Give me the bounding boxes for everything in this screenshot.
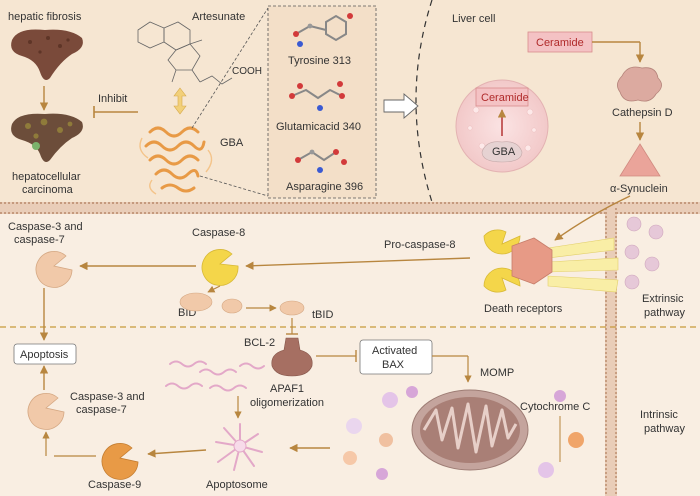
label-casp37-bot-l1: Caspase-3 and: [70, 391, 145, 403]
label-gba: GBA: [220, 137, 244, 149]
label-apaf1-l1: APAF1: [270, 383, 304, 395]
double-arrow-icon: [173, 87, 187, 115]
tumor-nodule: [32, 142, 40, 150]
label-glutamic: Glutamicacid 340: [276, 121, 361, 133]
caspase8-pacman-icon: [201, 249, 239, 286]
label-tyrosine: Tyrosine 313: [288, 55, 351, 67]
artesunate-structure: [137, 21, 233, 85]
label-synuclein: α-Synuclein: [610, 183, 668, 195]
label-liver-cell: Liver cell: [452, 13, 495, 25]
label-casp37-top-l1: Caspase-3 and: [8, 221, 83, 233]
label-asparagine: Asparagine 396: [286, 181, 363, 193]
label-cooh: COOH: [232, 66, 262, 77]
label-hcc-line1: hepatocellular: [12, 171, 81, 183]
asparagine-molecule: [295, 149, 347, 173]
arrow-synuclein-to-receptor: [554, 195, 631, 241]
arrow-casp8-to-bid: [207, 285, 221, 293]
gba-inner-blob: [481, 141, 523, 163]
liver-hcc-nodules: [25, 118, 73, 139]
cathepsin-d-icon: [617, 66, 662, 102]
mitochondrion-cristae: [422, 402, 518, 454]
label-cathepsin: Cathepsin D: [612, 107, 673, 119]
cytochrome-c-particles: [343, 386, 584, 480]
lysosome-particles: [467, 106, 537, 152]
label-apaf1-l2: oligomerization: [250, 397, 324, 409]
gba-protein-icon: [144, 126, 206, 193]
liver-cell-boundary: [415, 0, 433, 203]
label-apoptosis: Apoptosis: [20, 349, 69, 361]
label-pro-caspase8: Pro-caspase-8: [384, 239, 456, 251]
zoom-line-bottom: [199, 175, 269, 197]
bcl2-icon: [271, 337, 313, 377]
ligand-circles: [624, 216, 664, 290]
label-apoptosome: Apoptosome: [206, 479, 268, 491]
arrow-apoptosome-to-casp9: [147, 449, 207, 458]
label-intrinsic-l2: pathway: [644, 423, 685, 435]
death-receptor-lobes: [547, 237, 619, 293]
tbid-icon: [279, 300, 305, 316]
membrane-vertical: [605, 208, 617, 496]
label-extrinsic-l1: Extrinsic: [642, 293, 684, 305]
gba-protein-loops: [139, 137, 213, 195]
label-gba-inner: GBA: [492, 146, 516, 158]
label-caspase9: Caspase-9: [88, 479, 141, 491]
label-death-receptors: Death receptors: [484, 303, 563, 315]
caspase37-bottom-pacman-icon: [27, 393, 65, 430]
tyrosine-molecule: [293, 13, 353, 47]
synuclein-triangle: [619, 143, 661, 177]
activated-bax-box: [359, 339, 433, 375]
label-activated-l1: Activated: [372, 345, 417, 357]
label-caspase8: Caspase-8: [192, 227, 245, 239]
label-activated-l2: BAX: [382, 359, 405, 371]
zoom-line-top: [191, 7, 269, 129]
mitochondrion-inner: [420, 397, 520, 463]
label-tbid: tBID: [312, 309, 333, 321]
label-casp37-top-l2: caspase-7: [14, 234, 65, 246]
apaf1-squiggles: [165, 360, 265, 392]
caspase9-pacman-icon: [101, 443, 139, 480]
death-receptor-hexagon: [511, 237, 553, 285]
bid-icon: [179, 292, 213, 312]
caspase37-top-pacman-icon: [35, 251, 73, 288]
label-bcl2: BCL-2: [244, 337, 275, 349]
ceramide-inner-box: [475, 87, 529, 107]
arrow-procasp-to-casp8: [245, 257, 471, 270]
bid-fragment-icon: [221, 298, 243, 314]
label-artesunate: Artesunate: [192, 11, 245, 23]
label-hepatic-fibrosis: hepatic fibrosis: [8, 11, 82, 23]
hollow-arrow-icon: [383, 93, 419, 119]
label-casp37-bot-l2: caspase-7: [76, 404, 127, 416]
glutamic-molecule: [289, 81, 345, 111]
liver-fibrosis-spots: [28, 36, 70, 54]
label-hcc-line2: carcinoma: [22, 184, 74, 196]
label-ceramide-top: Ceramide: [536, 37, 584, 49]
label-intrinsic-l1: Intrinsic: [640, 409, 678, 421]
apoptosome-core: [233, 439, 247, 453]
label-extrinsic-l2: pathway: [644, 307, 685, 319]
label-inhibit: Inhibit: [98, 93, 127, 105]
label-momp: MOMP: [480, 367, 514, 379]
amino-acid-box: [267, 5, 377, 199]
label-cytochrome: Cytochrome C: [520, 401, 590, 413]
label-ceramide-inner: Ceramide: [481, 92, 529, 104]
membrane-horizontal: [0, 202, 700, 214]
apoptosis-box: [13, 343, 77, 365]
